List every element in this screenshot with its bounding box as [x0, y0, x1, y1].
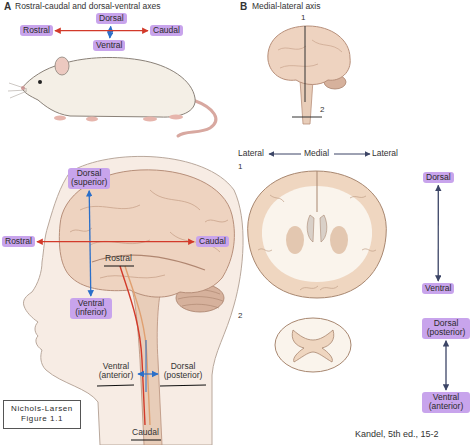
hand-underline — [97, 266, 206, 440]
panel-letter: B — [240, 1, 247, 12]
axis-arrow — [37, 241, 194, 242]
section-plane-line — [292, 117, 322, 118]
highlight-box: Dorsal (posterior) — [422, 318, 470, 339]
node-text: Caudal — [153, 26, 180, 35]
cortical-folds — [258, 195, 376, 290]
node-text: Rostral — [5, 237, 32, 246]
axis-arrow — [334, 154, 370, 155]
midline-fissure — [317, 171, 318, 212]
axis-arrow — [438, 185, 439, 281]
highlight-box: Ventral — [422, 283, 454, 294]
axis-term: Lateral — [372, 149, 398, 158]
section-number: 2 — [320, 106, 324, 115]
rat-ear — [55, 57, 69, 75]
basal-ganglia — [330, 226, 348, 254]
section-number: 2 — [238, 312, 242, 321]
axis-term: Ventral (anterior) — [96, 362, 136, 381]
coronal-section — [248, 171, 387, 298]
panel-letter: A — [4, 1, 11, 12]
highlight-box: Caudal — [150, 25, 183, 36]
axis-arrow — [109, 26, 111, 38]
section-plane-line — [305, 26, 306, 102]
lateral-ventricle — [320, 215, 327, 242]
node-text: Ventral (inferior) — [73, 299, 109, 318]
node-text: Nichols-Larsen Figure 1.1 — [7, 404, 77, 425]
node-text: Dorsal (posterior) — [425, 319, 467, 338]
rat-eye — [38, 80, 42, 84]
source-credit: Kandel, 5th ed., 15-2 — [355, 430, 439, 440]
highlight-box: Ventral — [93, 40, 125, 51]
brain — [268, 26, 350, 85]
basal-ganglia — [286, 226, 304, 254]
highlight-box: Dorsal (superior) — [68, 168, 110, 189]
node-text: Ventral (anterior) — [425, 393, 467, 412]
source-box: Nichols-Larsen Figure 1.1 — [3, 400, 81, 429]
axis-term: Medial — [304, 149, 329, 158]
axis-line — [146, 340, 147, 392]
brain-gyri — [70, 190, 228, 278]
highlight-box: Caudal — [196, 236, 229, 247]
axis-arrow — [89, 191, 91, 296]
node-text: Ventral — [96, 41, 122, 50]
axis-arrow — [269, 154, 301, 155]
lateral-ventricle — [307, 215, 314, 242]
node-text: Caudal — [199, 237, 226, 246]
highlight-box: Rostral — [2, 236, 35, 247]
brainstem — [130, 282, 162, 445]
brain-gyri — [278, 40, 342, 68]
axis-arrow — [138, 373, 158, 374]
node-text: Dorsal — [99, 14, 124, 23]
panel-title: Medial-lateral axis — [252, 2, 321, 11]
axis-term: Caudal — [132, 428, 159, 437]
node-text: Dorsal — [426, 173, 451, 182]
axis-term: Lateral — [238, 149, 264, 158]
rat-foot — [169, 115, 183, 120]
section-number: 1 — [301, 14, 305, 23]
rat-whiskers — [8, 83, 27, 98]
panel-title: Rostral-caudal and dorsal-ventral axes — [15, 2, 161, 11]
highlight-box: Ventral (inferior) — [70, 298, 112, 319]
rat-foot — [54, 116, 66, 121]
neuraxis-line — [125, 266, 150, 425]
spinal-cord-section — [275, 318, 351, 372]
gray-matter — [292, 330, 334, 362]
rat-foot — [143, 117, 157, 122]
highlight-box: Rostral — [20, 25, 53, 36]
rat-foot — [86, 117, 98, 122]
highlight-box: Dorsal — [423, 172, 454, 183]
node-text: Rostral — [23, 26, 50, 35]
rat-body — [22, 57, 195, 117]
node-text: Dorsal (superior) — [71, 169, 107, 188]
brain — [59, 170, 234, 297]
axis-term: Rostral — [105, 254, 132, 263]
highlight-box: Dorsal — [96, 13, 127, 24]
highlight-box: Ventral (anterior) — [422, 392, 470, 413]
axis-term: Dorsal (posterior) — [160, 362, 206, 381]
axis-arrow — [55, 30, 148, 31]
section-number: 1 — [238, 163, 242, 172]
axis-arrow — [445, 341, 446, 390]
node-text: Ventral — [425, 284, 451, 293]
